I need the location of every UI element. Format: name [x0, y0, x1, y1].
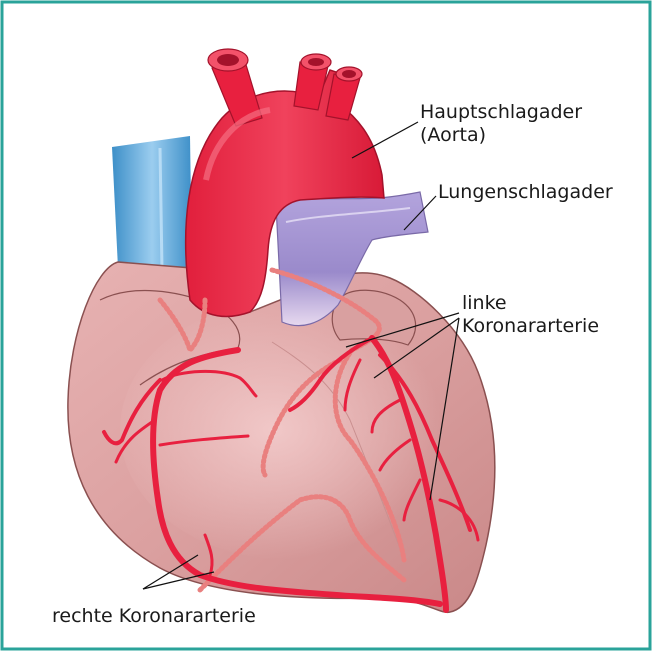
left-coronary-label-line1: linke — [462, 292, 507, 314]
left-coronary-label-line2: Koronararterie — [462, 315, 599, 337]
pulmonary-artery-label: Lungenschlagader — [438, 181, 613, 203]
aorta-label-line1: Hauptschlagader — [420, 101, 582, 123]
aorta-label-line2: (Aorta) — [420, 124, 486, 146]
right-coronary-label: rechte Koronararterie — [52, 605, 256, 627]
vena-cava — [112, 136, 192, 270]
